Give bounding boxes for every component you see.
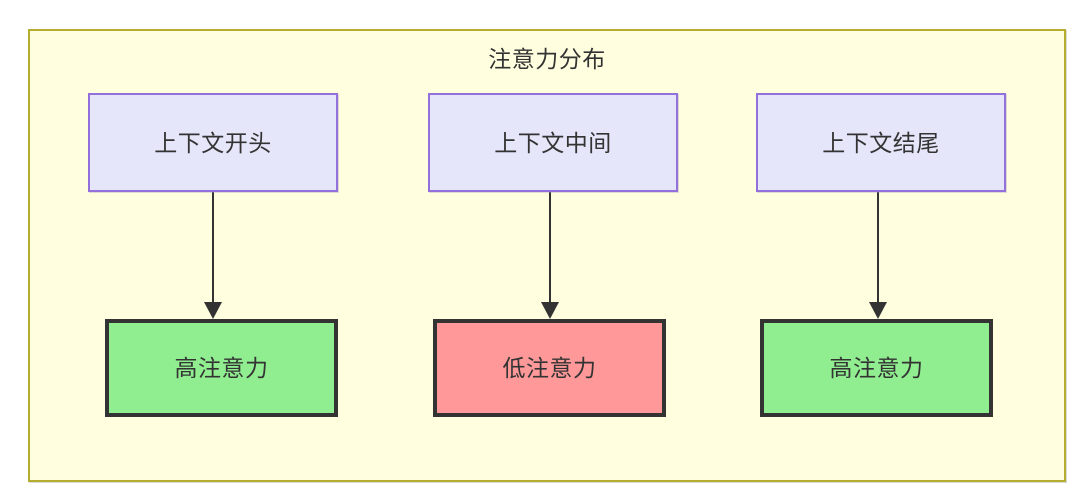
node-context-middle-label: 上下文中间 — [494, 129, 612, 156]
node-context-end-label: 上下文结尾 — [822, 129, 940, 156]
node-attention-end[interactable]: 高注意力 — [760, 319, 993, 417]
node-attention-middle[interactable]: 低注意力 — [433, 319, 666, 417]
node-context-start-label: 上下文开头 — [154, 129, 272, 156]
node-context-middle[interactable]: 上下文中间 — [428, 93, 678, 192]
node-context-start[interactable]: 上下文开头 — [88, 93, 338, 192]
subgraph-title: 注意力分布 — [488, 46, 606, 72]
node-attention-middle-label: 低注意力 — [502, 355, 597, 381]
node-context-end[interactable]: 上下文结尾 — [756, 93, 1006, 192]
node-attention-start-label: 高注意力 — [174, 355, 269, 381]
node-attention-end-label: 高注意力 — [829, 355, 924, 381]
node-attention-start[interactable]: 高注意力 — [105, 319, 338, 417]
